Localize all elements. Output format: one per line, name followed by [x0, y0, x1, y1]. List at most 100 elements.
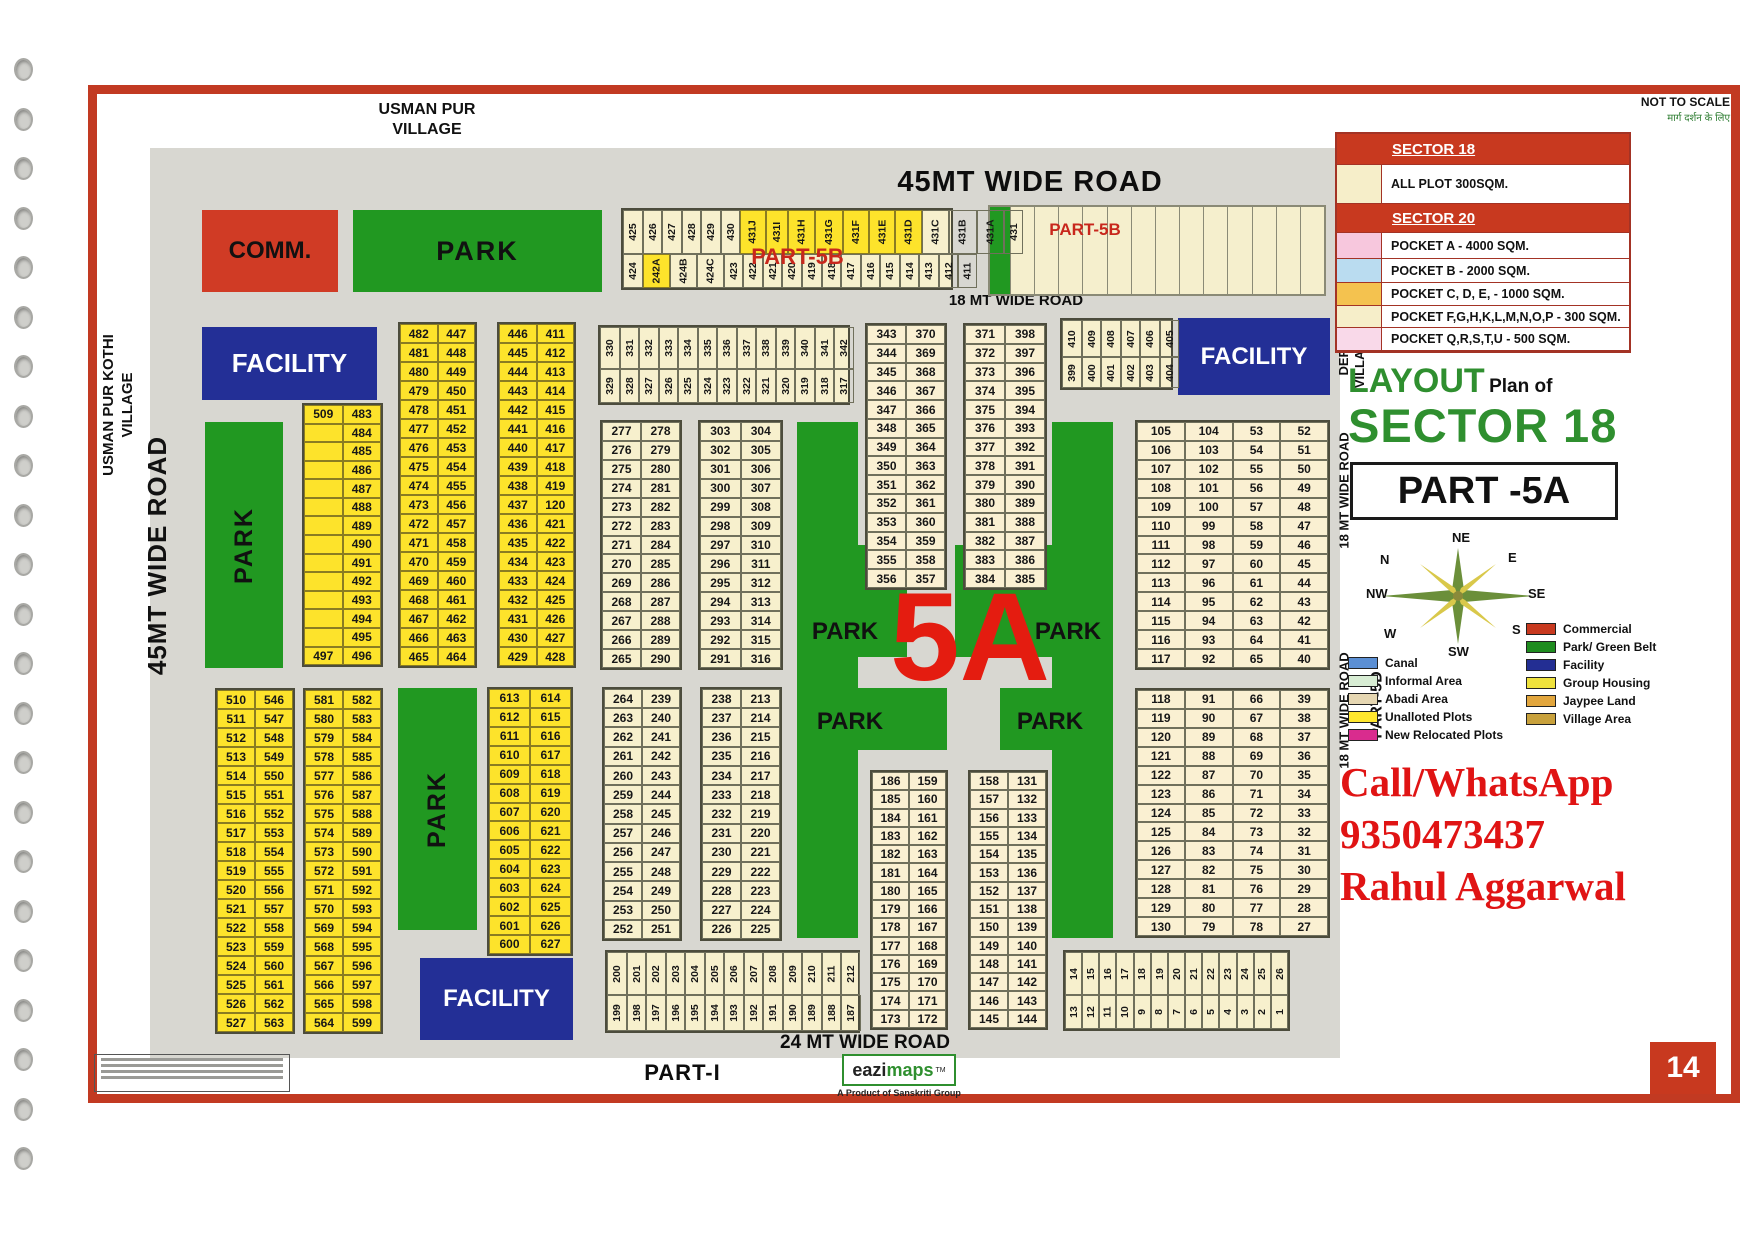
- binder-hole: [14, 256, 33, 279]
- plot-number: 201: [630, 964, 643, 983]
- plot-cell: 446: [499, 324, 537, 343]
- plot-row: 488: [304, 497, 381, 517]
- plot-number: 325: [681, 377, 694, 395]
- disclaimer-box: [94, 1054, 290, 1092]
- color-legend-item: Jaypee Land: [1526, 694, 1636, 708]
- plot-cell: 82: [1184, 860, 1233, 880]
- park-block-lower: PARK: [398, 688, 477, 930]
- plot-cell: 145: [970, 1009, 1008, 1028]
- park-label: PARK: [229, 506, 258, 584]
- plot-cell: 273: [602, 497, 641, 517]
- plot-number: 16: [1101, 967, 1114, 980]
- plot-cell: 414: [536, 381, 574, 400]
- plot-cell: 512: [217, 728, 255, 747]
- plot-number: 209: [786, 964, 799, 983]
- plot-cell: 93: [1184, 630, 1233, 650]
- plot-cell: 426: [642, 210, 663, 254]
- plot-cell: 342: [834, 327, 854, 369]
- plot-cell: 4: [1219, 995, 1237, 1029]
- plot-number: 406: [1143, 329, 1156, 348]
- plot-cell: 579: [305, 728, 343, 747]
- plot-number: 9: [1136, 1009, 1149, 1015]
- plot-cell: 224: [741, 900, 780, 920]
- plot-cell: 268: [602, 592, 641, 612]
- plot-cell: 146: [970, 991, 1008, 1010]
- color-legend-label: Group Housing: [1563, 676, 1651, 690]
- stripe-plot-column: [1058, 207, 1082, 294]
- compass-n: N: [1380, 552, 1390, 567]
- plot-cell: 452: [437, 419, 475, 438]
- plot-cell: 243: [642, 765, 680, 786]
- plot-number: 425: [626, 223, 639, 241]
- plot-cell: 352: [867, 494, 906, 513]
- plot-row: 489: [304, 516, 381, 536]
- plot-cell: 509: [304, 405, 343, 424]
- plot-number: 203: [669, 964, 682, 983]
- legend-swatch: [1337, 165, 1382, 203]
- plot-number: 197: [649, 1004, 662, 1022]
- plot-cell: 120: [1137, 727, 1185, 747]
- plot-cell: 52: [1280, 422, 1328, 441]
- plot-number: 429: [704, 223, 717, 241]
- plot-cell: 106: [1137, 440, 1185, 460]
- plot-cell: 39: [1280, 690, 1328, 709]
- plot-cell: 261: [604, 746, 642, 766]
- plot-cell: 425: [536, 590, 574, 609]
- plot-cell: 431B: [949, 210, 977, 254]
- compass-w: W: [1384, 626, 1397, 641]
- plot-cell: 609: [489, 764, 530, 784]
- plot-cell: 382: [965, 531, 1005, 551]
- contact-line1: Call/WhatsApp: [1340, 759, 1614, 805]
- color-legend-swatch: [1348, 711, 1378, 723]
- plot-cell: 434: [499, 552, 537, 571]
- plot-cell: 475: [400, 457, 438, 476]
- plot-cell: 595: [343, 937, 381, 956]
- binder-hole: [14, 998, 33, 1022]
- plot-cell: 424C: [696, 254, 724, 288]
- plot-cell: 233: [702, 785, 741, 805]
- plot-cell: 285: [641, 554, 680, 574]
- plot-cell: 109: [1137, 497, 1185, 517]
- plot-cell: 187: [841, 995, 861, 1031]
- plot-cell: 358: [906, 550, 945, 570]
- plot-cell: 98: [1184, 535, 1233, 555]
- binder-hole: [14, 850, 33, 873]
- plot-cell: 71: [1232, 784, 1281, 804]
- plot-cell: 370: [906, 325, 945, 344]
- plot-cell: 414: [899, 254, 920, 288]
- plot-cell: 244: [642, 785, 680, 805]
- plot-cell: 443: [499, 381, 537, 400]
- color-legend-item: Informal Area: [1348, 674, 1462, 688]
- plot-cell: 274: [602, 478, 641, 498]
- plot-cell: 363: [906, 456, 945, 476]
- plot-cell: 186: [872, 772, 909, 791]
